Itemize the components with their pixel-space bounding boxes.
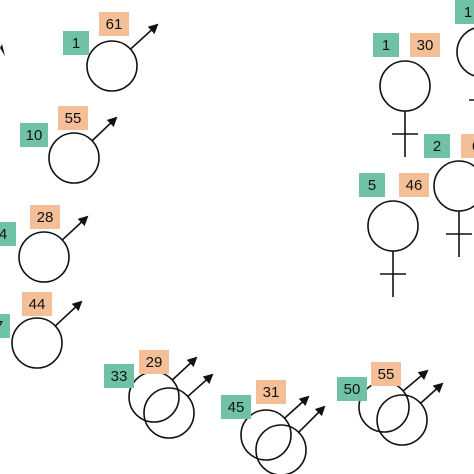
male-symbol-circle <box>240 409 292 461</box>
figure-male-10: 10 55 <box>20 106 118 184</box>
age-label: 28 <box>37 209 54 226</box>
pair-group-45 <box>255 405 326 474</box>
id-box <box>359 173 385 197</box>
male-arrow-icon-secondary <box>187 373 214 398</box>
id-label: 1 <box>464 4 472 21</box>
id-label: 2 <box>433 138 441 155</box>
age-box <box>256 380 286 404</box>
figure-male-1: 1 61 <box>63 12 159 92</box>
age-box <box>30 205 60 229</box>
age-box <box>399 173 429 197</box>
male-arrow-icon-secondary <box>420 382 444 404</box>
male-arrow-icon <box>129 23 159 50</box>
age-box <box>461 134 474 158</box>
male-symbol-circle <box>11 317 63 369</box>
male-symbol-circle-secondary <box>376 394 428 446</box>
male-arrow-icon <box>91 116 118 142</box>
age-box <box>99 12 129 36</box>
id-box <box>104 364 134 388</box>
male-arrow-icon <box>61 215 89 241</box>
female-symbol-circle <box>456 27 474 77</box>
figure-male-50: 50 55 <box>337 362 429 433</box>
age-box <box>371 362 401 386</box>
figure-male-45: 45 31 <box>221 380 310 461</box>
pair-group-50 <box>376 382 444 446</box>
id-label: 50 <box>344 381 361 398</box>
age-label: 46 <box>406 177 423 194</box>
id-box <box>373 33 399 57</box>
male-arrow-icon <box>284 395 310 419</box>
age-label: 61 <box>106 16 123 33</box>
age-box <box>139 350 169 374</box>
figure-male-4: 4 28 <box>0 205 89 283</box>
figure-female-5: 5 46 <box>359 173 429 297</box>
age-label: 55 <box>65 110 82 127</box>
age-label: 30 <box>417 37 434 54</box>
age-label: 55 <box>378 366 395 383</box>
female-symbol-circle <box>433 160 474 212</box>
female-symbol-circle <box>367 200 419 252</box>
id-box <box>337 377 367 401</box>
id-label: 7 <box>0 318 3 335</box>
id-box <box>424 134 450 158</box>
id-box <box>63 31 89 55</box>
id-box <box>0 314 10 338</box>
male-symbol-circle <box>18 231 70 283</box>
figure-female-1: 1 <box>455 0 474 101</box>
age-box <box>410 33 440 57</box>
id-label: 1 <box>382 37 390 54</box>
figure-female-2: 26 <box>424 134 474 257</box>
male-arrow-icon-secondary <box>298 405 326 433</box>
figure-male-33: 33 29 <box>104 350 198 423</box>
male-symbol-circle-secondary <box>143 387 195 439</box>
male-arrow-icon <box>54 300 83 327</box>
age-label: 6 <box>472 138 474 155</box>
male-symbol-circle <box>48 132 100 184</box>
figure-male-7: 7 44 <box>0 292 83 369</box>
pair-group-33 <box>143 373 214 439</box>
id-label: 5 <box>368 177 376 194</box>
id-box <box>0 222 16 246</box>
figure-female-1: 1 30 <box>373 33 440 157</box>
male-arrow-icon <box>171 356 198 381</box>
id-box <box>20 123 48 147</box>
age-box <box>58 106 88 130</box>
male-symbol-circle <box>86 40 138 92</box>
id-box <box>221 395 251 419</box>
id-label: 4 <box>0 226 7 243</box>
age-box <box>22 292 52 316</box>
id-label: 33 <box>111 368 128 385</box>
id-box <box>455 0 474 24</box>
male-arrow-icon <box>402 369 429 392</box>
female-symbol-circle <box>379 60 431 112</box>
id-label: 1 <box>72 35 80 52</box>
male-symbol-circle-secondary <box>255 424 307 474</box>
male-symbol-circle <box>128 371 180 423</box>
figures-layer: 1611055428744332945315055130546261 <box>0 0 474 461</box>
partial-arrow-left-edge <box>0 44 5 56</box>
id-label: 10 <box>26 127 43 144</box>
age-label: 44 <box>29 296 46 313</box>
age-label: 31 <box>263 384 280 401</box>
age-label: 29 <box>146 354 163 371</box>
id-label: 45 <box>228 399 245 416</box>
